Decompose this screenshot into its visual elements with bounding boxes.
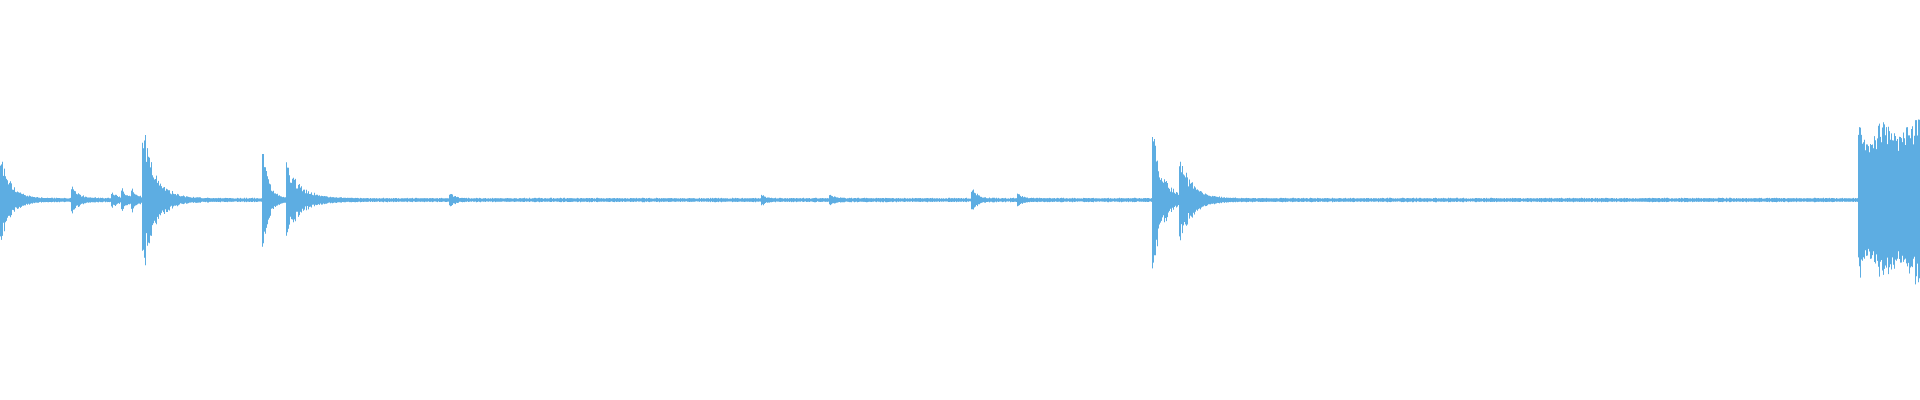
waveform-path xyxy=(0,119,1920,285)
